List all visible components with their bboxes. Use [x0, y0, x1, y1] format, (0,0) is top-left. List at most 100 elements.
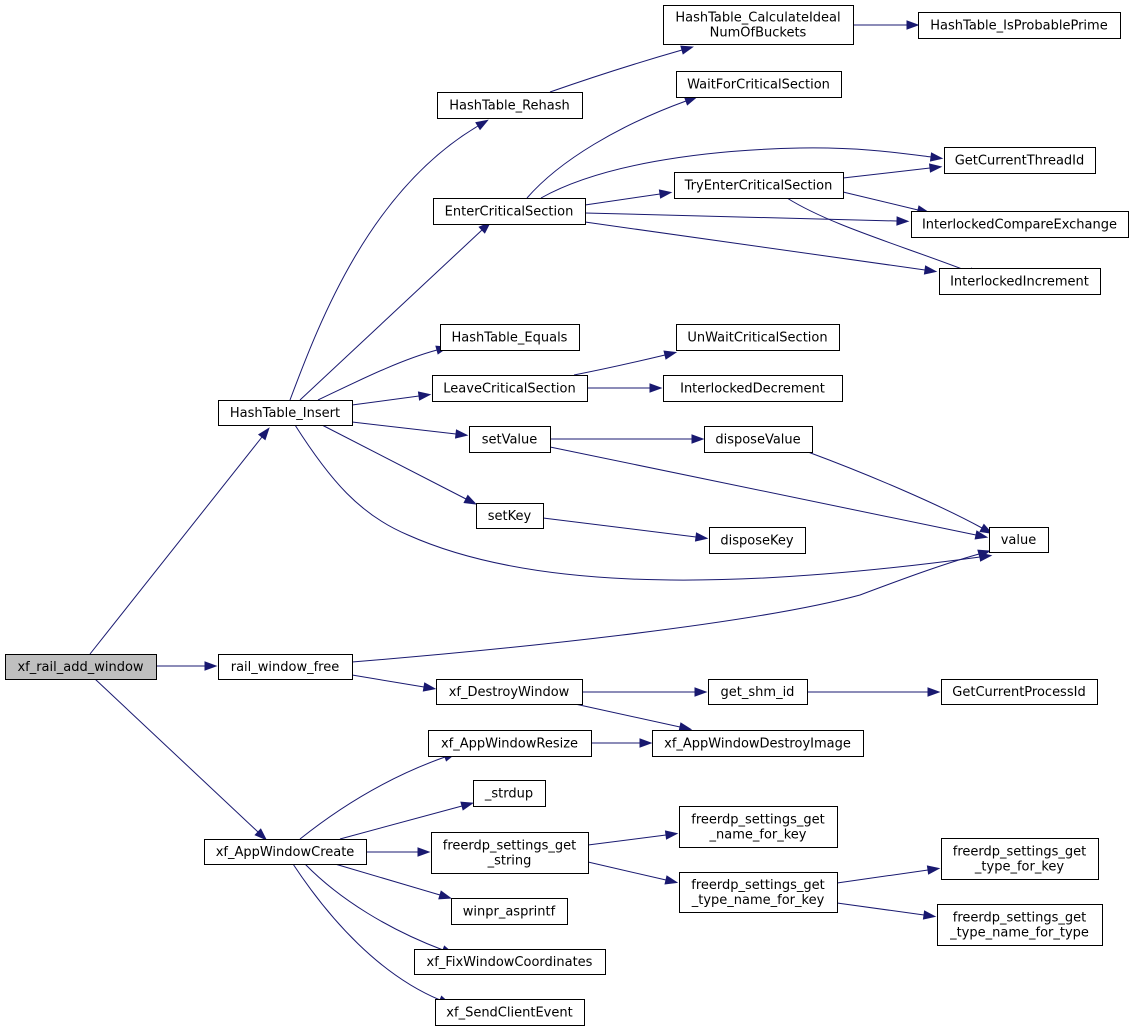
- node-box: [473, 780, 546, 807]
- edge-hashtable-insert-to-setvalue: [351, 421, 469, 439]
- edge-line: [836, 902, 925, 916]
- node-freerdp-settings-get-type-name-for-key[interactable]: freerdp_settings_get_type_name_for_key: [679, 872, 838, 913]
- node-xf-appwindowdestroyimage[interactable]: xf_AppWindowDestroyImage: [652, 730, 864, 757]
- node-xf-fixwindowcoordinates[interactable]: xf_FixWindowCoordinates: [414, 949, 606, 975]
- node-freerdp-settings-get-type-name-for-type[interactable]: freerdp_settings_get_type_name_for_type: [937, 904, 1103, 946]
- node-label: LeaveCriticalSection: [443, 382, 575, 397]
- node-waitforcriticalsection[interactable]: WaitForCriticalSection: [676, 71, 842, 98]
- node-setvalue[interactable]: setValue: [469, 426, 551, 453]
- edge-hashtable-insert-to-setkey: [321, 424, 478, 505]
- edge-line: [321, 424, 467, 500]
- node-box: [941, 838, 1099, 880]
- node-value[interactable]: value: [989, 527, 1049, 553]
- node-get-shm-id[interactable]: get_shm_id: [708, 679, 808, 705]
- edge-line: [299, 229, 483, 401]
- node-interlockedcompareexchange[interactable]: InterlockedCompareExchange: [911, 211, 1129, 238]
- edge-freerdp-settings-get-string-to-freerdp-settings-get-type-name-for-key: [587, 861, 679, 885]
- node-xf-appwindowresize[interactable]: xf_AppWindowResize: [428, 730, 592, 757]
- node-box: [708, 679, 808, 705]
- edge-freerdp-settings-get-type-name-for-key-to-freerdp-settings-get-type-for-key: [836, 865, 941, 884]
- edge-line: [351, 553, 980, 663]
- node-unwaitcriticalsection[interactable]: UnWaitCriticalSection: [676, 324, 840, 351]
- edge-line: [526, 100, 687, 199]
- node-box: [663, 5, 854, 45]
- edge-line: [294, 424, 981, 581]
- edge-line: [584, 212, 898, 222]
- edge-line: [584, 193, 661, 206]
- edge-line: [842, 191, 919, 211]
- node-hashtable-insert[interactable]: HashTable_Insert: [218, 400, 353, 426]
- node-xf-sendclientevent[interactable]: xf_SendClientEvent: [435, 999, 585, 1026]
- edge-xf-rail-add-window-to-xf-appwindowcreate: [94, 678, 268, 841]
- edge-hashtable-rehash-to-hashtable-calculateidealnumofbuckets: [549, 45, 694, 93]
- node-getcurrentprocessid[interactable]: GetCurrentProcessId: [941, 679, 1098, 705]
- edge-line: [299, 756, 446, 840]
- edge-hashtable-insert-to-value: [294, 424, 993, 581]
- node-xf-appwindowcreate[interactable]: xf_AppWindowCreate: [204, 839, 367, 865]
- node-freerdp-settings-get-string[interactable]: freerdp_settings_get_string: [431, 832, 589, 874]
- node-label: freerdp_settings_get: [953, 845, 1086, 860]
- node-box: [679, 806, 838, 848]
- node-hashtable-rehash[interactable]: HashTable_Rehash: [437, 92, 583, 119]
- node-xf-destroywindow[interactable]: xf_DestroyWindow: [436, 679, 583, 705]
- arrowhead: [422, 682, 437, 692]
- arrowhead: [906, 20, 920, 30]
- node-setkey[interactable]: setKey: [476, 503, 544, 529]
- node-label: xf_rail_add_window: [17, 660, 143, 675]
- edge-freerdp-settings-get-string-to-freerdp-settings-get-name-for-key: [587, 830, 679, 846]
- node-xf-rail-add-window[interactable]: xf_rail_add_window: [5, 654, 157, 680]
- arrowhead: [974, 530, 989, 540]
- node-tryentercriticalsection[interactable]: TryEnterCriticalSection: [674, 172, 844, 199]
- node-label: HashTable_Equals: [452, 331, 568, 346]
- arrowhead: [417, 847, 431, 857]
- edge-line: [89, 436, 263, 655]
- edge-line: [587, 834, 667, 846]
- arrowhead: [460, 801, 475, 811]
- node-interlockedincrement[interactable]: InterlockedIncrement: [939, 268, 1101, 295]
- arrowhead: [896, 216, 910, 226]
- node-freerdp-settings-get-type-for-key[interactable]: freerdp_settings_get_type_for_key: [941, 838, 1099, 880]
- node-label: freerdp_settings_get: [443, 839, 576, 854]
- node-label: disposeValue: [715, 433, 800, 448]
- node-interlockeddecrement[interactable]: InterlockedDecrement: [663, 375, 843, 402]
- node-label: setValue: [482, 433, 538, 448]
- node-getcurrentthreadid[interactable]: GetCurrentThreadId: [944, 147, 1096, 174]
- node-freerdp-settings-get-name-for-key[interactable]: freerdp_settings_get_name_for_key: [679, 806, 838, 848]
- node-box: [218, 654, 353, 680]
- node-label: freerdp_settings_get: [691, 813, 824, 828]
- edge-rail-window-free-to-value: [351, 549, 991, 663]
- node-winpr-asprintf[interactable]: winpr_asprintf: [451, 898, 568, 925]
- edge-entercriticalsection-to-interlockedincrement: [584, 221, 938, 275]
- arrowhead: [678, 722, 693, 732]
- node-rail-window-free[interactable]: rail_window_free: [218, 654, 353, 680]
- node-label: xf_AppWindowDestroyImage: [664, 737, 851, 752]
- node-box: [937, 904, 1103, 946]
- node-box: [944, 147, 1096, 174]
- node-strdup[interactable]: _strdup: [473, 780, 546, 807]
- edge-line: [94, 678, 259, 833]
- edge-xf-destroywindow-to-get-shm-id: [582, 687, 708, 697]
- node-leavecriticalsection[interactable]: LeaveCriticalSection: [432, 375, 588, 402]
- node-box: [5, 654, 157, 680]
- edge-line: [351, 395, 420, 406]
- node-label: disposeKey: [720, 534, 793, 549]
- node-box: [469, 426, 551, 453]
- arrowhead: [694, 687, 708, 697]
- edge-line: [289, 125, 479, 401]
- node-label: HashTable_IsProbablePrime: [930, 19, 1107, 34]
- node-box: [451, 898, 568, 925]
- node-entercriticalsection[interactable]: EnterCriticalSection: [433, 198, 586, 225]
- edge-rail-window-free-to-xf-destroywindow: [351, 674, 437, 692]
- edge-entercriticalsection-to-tryentercriticalsection: [584, 189, 673, 206]
- node-hashtable-equals[interactable]: HashTable_Equals: [440, 324, 580, 351]
- node-label: xf_AppWindowCreate: [216, 845, 355, 860]
- node-disposekey[interactable]: disposeKey: [709, 527, 806, 554]
- node-label: _name_for_key: [709, 828, 807, 843]
- arrowhead: [475, 119, 489, 131]
- node-hashtable-isprobableprime[interactable]: HashTable_IsProbablePrime: [918, 12, 1121, 39]
- edge-xf-appwindowresize-to-xf-appwindowdestroyimage: [591, 738, 653, 748]
- arrowhead: [257, 427, 270, 441]
- node-disposevalue[interactable]: disposeValue: [704, 426, 813, 453]
- edge-hashtable-insert-to-entercriticalsection: [299, 221, 492, 401]
